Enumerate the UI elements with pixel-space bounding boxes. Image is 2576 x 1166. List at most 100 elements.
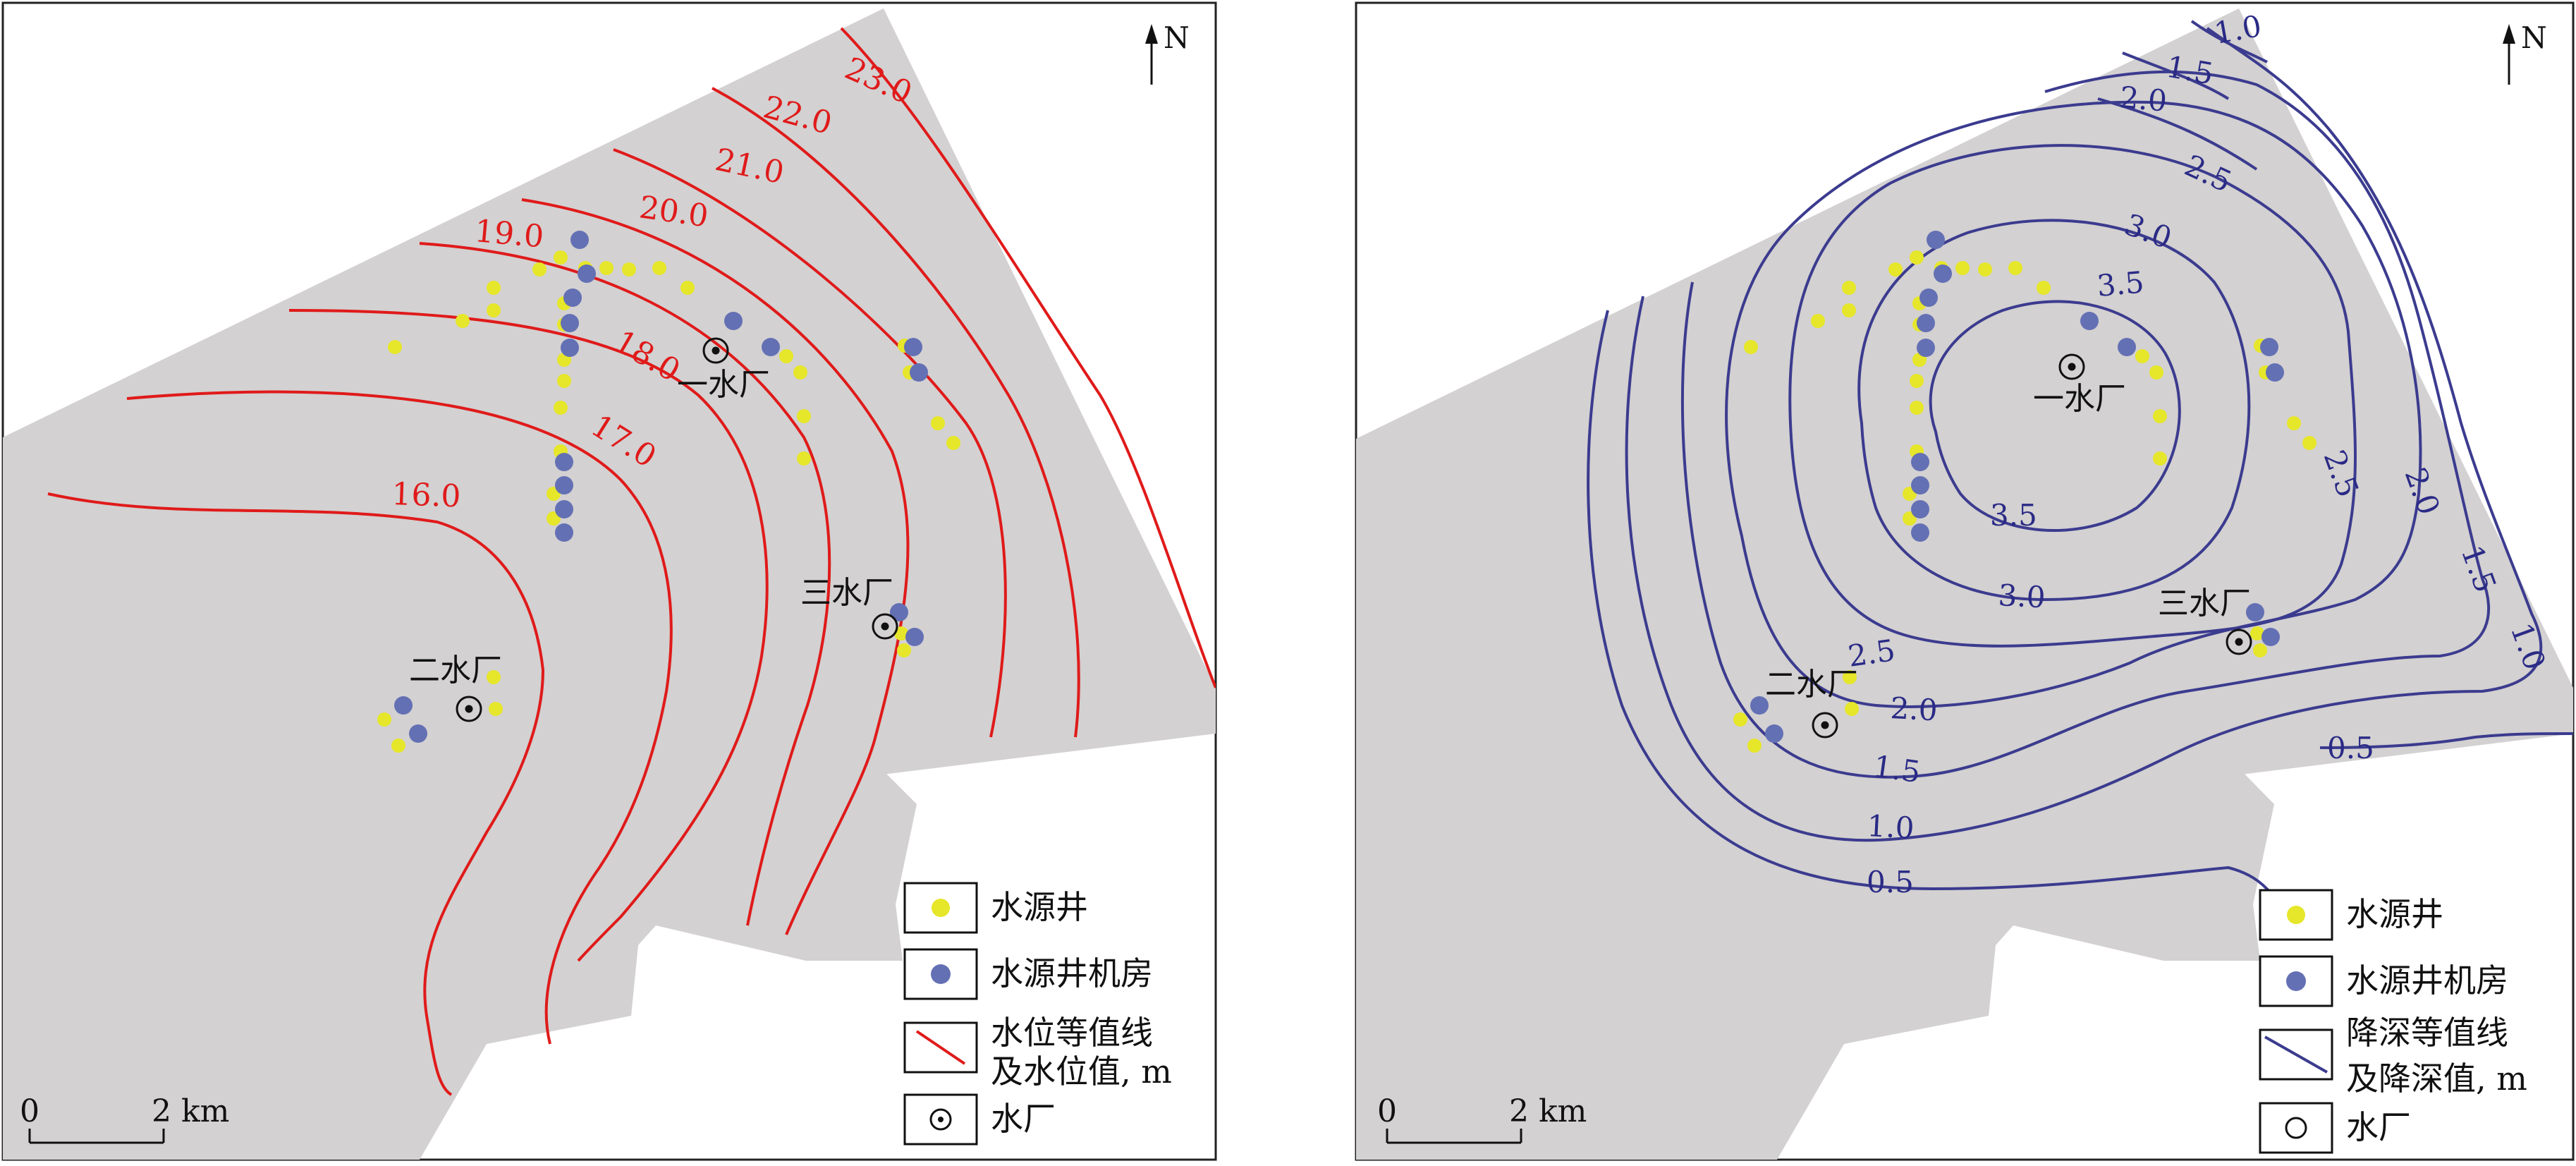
contour-2-0-top	[2097, 97, 2258, 171]
right-plant-labels: 一水厂 三水厂 二水厂	[1765, 381, 2251, 703]
pump-house-point	[1917, 314, 1935, 332]
well-point	[1842, 303, 1856, 317]
pump-house-point	[2261, 628, 2280, 646]
pump-house-point	[563, 289, 582, 307]
legend-well-label: 水源井	[2346, 895, 2443, 933]
legend-contour-label-line1: 降深等值线	[2346, 1014, 2508, 1052]
pump-house-point	[578, 265, 596, 283]
left-water-level-contours	[47, 27, 1216, 1096]
well-point	[1747, 739, 1762, 753]
plant-label: 二水厂	[409, 652, 502, 688]
well-point	[1910, 250, 1924, 265]
well-point	[1845, 702, 1859, 716]
contour-1-5	[1680, 70, 2491, 779]
contour-label: 2.5	[1846, 633, 1898, 674]
left-wells	[377, 250, 960, 753]
right-north-arrow: N	[2503, 20, 2547, 85]
contour-label: 3.5	[1990, 498, 2037, 533]
well-point	[1811, 314, 1825, 328]
well-point	[779, 349, 793, 363]
legend-contour-label-line1: 水位等值线	[991, 1014, 1153, 1052]
well-point	[388, 340, 402, 354]
well-point	[1744, 340, 1758, 354]
right-legend: 水源井 水源井机房 降深等值线 及降深值, m 水厂	[2259, 889, 2527, 1154]
left-scale-bar	[28, 1129, 165, 1144]
well-point	[2287, 416, 2301, 430]
well-point	[487, 670, 501, 684]
contour-0-5b	[2319, 732, 2573, 749]
right-plant-markers	[1812, 353, 2252, 739]
well-point	[1910, 401, 1924, 415]
pump-house-point	[555, 523, 573, 542]
well-point	[1843, 670, 1857, 684]
legend-contour-label-line2: 及降深值, m	[2346, 1059, 2527, 1098]
left-map: 一水厂 三水厂 二水厂 23.0 22.0 21.0 20.0 19.0 18.…	[1, 1, 1217, 1161]
well-point	[1888, 262, 1903, 277]
left-plant-labels: 一水厂 三水厂 二水厂	[409, 367, 893, 688]
plant-1-marker	[702, 337, 729, 364]
well-point	[1842, 281, 1856, 295]
pump-house-point	[890, 603, 908, 621]
pump-house-point	[1919, 289, 1938, 307]
contour-label: 19.0	[473, 213, 545, 255]
right-map-study-area	[1356, 8, 2573, 1160]
contour-0-5	[1587, 310, 2278, 901]
well-point	[554, 250, 568, 265]
well-point	[622, 262, 636, 277]
well-point	[557, 374, 571, 388]
contour-20	[521, 198, 910, 935]
well-point	[1910, 374, 1924, 388]
contour-1-0	[1625, 27, 2543, 842]
north-label: N	[2521, 20, 2547, 55]
well-point	[2037, 281, 2051, 295]
left-pump-houses	[394, 231, 928, 743]
scale-zero: 0	[1377, 1093, 1397, 1129]
well-point	[2253, 643, 2267, 657]
legend-plant-label: 水厂	[2346, 1108, 2411, 1146]
left-legend: 水源井 水源井机房 水位等值线 及水位值, m 水厂	[903, 882, 1172, 1146]
pump-house-point	[570, 231, 589, 249]
well-point	[797, 451, 811, 466]
right-drawdown-contours	[1587, 20, 2573, 901]
plant-3-marker	[2226, 628, 2252, 655]
scale-end: 2 km	[1509, 1093, 1587, 1129]
scale-zero: 0	[20, 1093, 39, 1129]
well-point	[2153, 451, 2167, 466]
pump-house-point	[555, 476, 573, 494]
well-point	[391, 739, 405, 753]
pump-house-point	[1750, 696, 1769, 715]
contour-3-5	[1929, 300, 2181, 532]
pump-house-point	[724, 312, 743, 330]
well-point	[1733, 712, 1747, 727]
well-point	[946, 436, 960, 450]
plant-2-marker	[1812, 712, 1838, 739]
well-point	[2149, 365, 2163, 379]
contour-label: 2.0	[1889, 691, 1938, 727]
contour-label: 2.0	[2118, 80, 2168, 119]
pump-house-point	[904, 338, 922, 356]
well-point	[2153, 409, 2167, 423]
contour-21	[613, 148, 1007, 738]
plant-label: 一水厂	[2033, 381, 2126, 417]
legend-well-label: 水源井	[991, 888, 1088, 926]
well-point	[554, 401, 568, 415]
plant-2-marker	[456, 696, 482, 722]
pump-house-point	[2266, 363, 2284, 382]
contour-label: 1.0	[1866, 808, 1915, 845]
contour-label: 0.5	[2327, 731, 2374, 765]
right-pump-houses	[1750, 231, 2284, 743]
contour-16	[47, 492, 545, 1096]
pump-house-point	[2246, 603, 2264, 621]
pump-house-point	[762, 338, 780, 356]
contour-2-5	[1788, 144, 2357, 648]
contour-label: 0.5	[1867, 865, 1914, 899]
plant-3-marker	[872, 613, 898, 640]
well-point	[456, 314, 470, 328]
pump-house-point	[394, 696, 413, 715]
well-point	[1978, 262, 1992, 277]
well-point	[797, 409, 811, 423]
well-point	[897, 643, 911, 657]
well-point	[680, 281, 695, 295]
left-map-study-area	[3, 8, 1216, 1160]
pump-house-point	[555, 453, 573, 471]
